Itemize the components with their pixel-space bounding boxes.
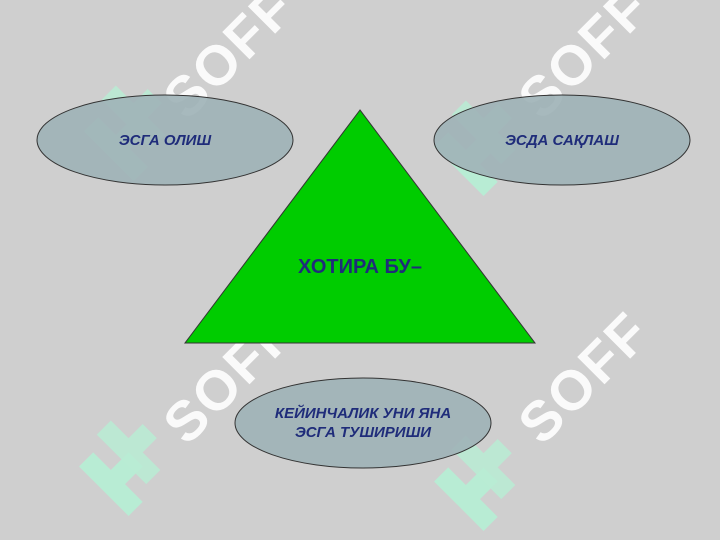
oval-bottom [234,377,492,469]
oval-bottom-label: КЕЙИНЧАЛИК УНИ ЯНА ЭСГА ТУШИРИШИ [243,404,483,442]
oval-top-right [433,94,691,186]
oval-top-right-label: ЭСДА САҚЛАШ [505,132,619,149]
oval-bottom-label-line1: КЕЙИНЧАЛИК УНИ ЯНА [274,405,452,422]
watermark-mark-bottom-right [434,435,516,531]
oval-bottom-label-line2: ЭСГА ТУШИРИШИ [294,424,432,441]
oval-top-left [36,94,294,186]
center-triangle [183,109,537,344]
watermark-mark-bottom-left [79,420,161,516]
oval-top-left-label: ЭСГА ОЛИШ [118,132,212,149]
center-label: ХОТИРА БУ– [298,256,422,278]
